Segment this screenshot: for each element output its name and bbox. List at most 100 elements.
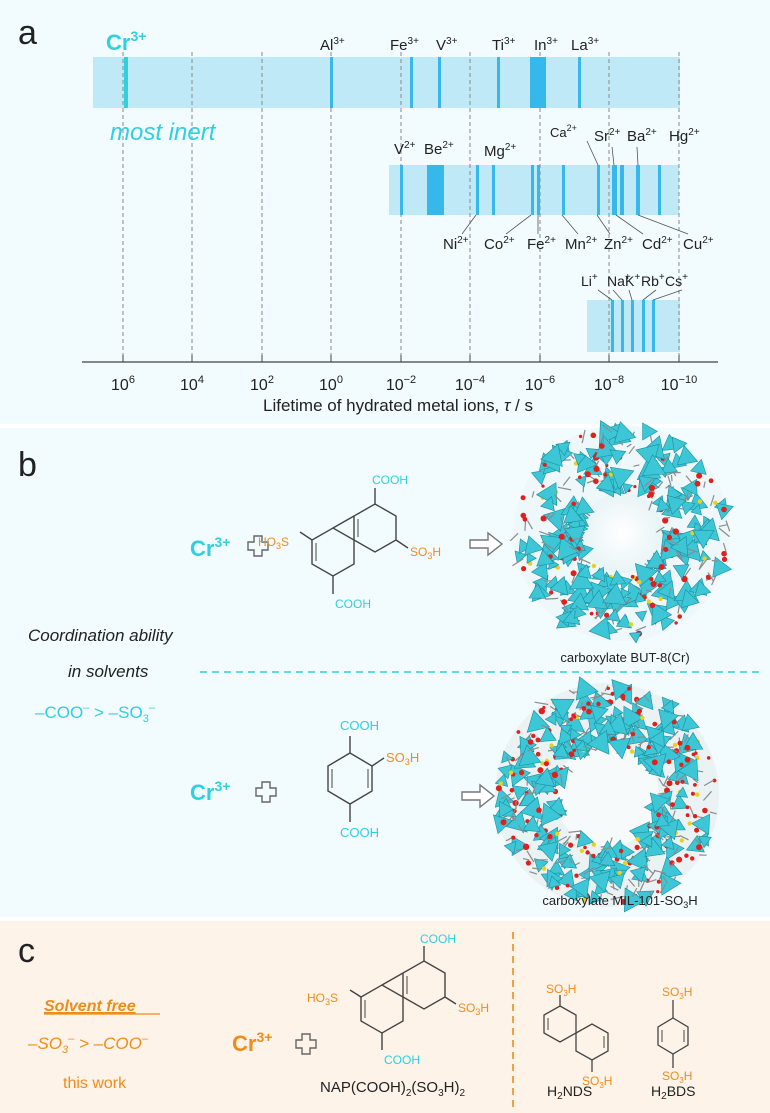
ion-label-row2top-2: Mg2+ [484, 142, 516, 160]
mof-atom [643, 694, 650, 702]
ion-label-row2bottom-4: Zn2+ [604, 235, 633, 253]
mof-atom [634, 610, 648, 622]
mof-atom [598, 851, 616, 867]
bar-be2 [427, 165, 444, 215]
bdc-so3h-sub: 3 [405, 757, 410, 767]
mof-atom [657, 583, 662, 588]
mof-atom [679, 838, 684, 843]
mof-atom [706, 756, 711, 760]
mof-atom [579, 848, 585, 853]
nap-c-name-s1: 2 [406, 1088, 412, 1099]
mof-atom [707, 572, 715, 582]
h2nds-bottom-so3h-h: H [604, 1074, 613, 1088]
mof-atom [585, 850, 590, 855]
mof-atom [685, 813, 690, 818]
mof-atom [604, 685, 609, 692]
panel-a-figure: a [18, 14, 718, 415]
mof-atom [633, 745, 646, 758]
mof-atom [627, 686, 632, 691]
mof-atom [642, 422, 658, 441]
mof-atom [547, 833, 553, 840]
mof-atom [702, 807, 708, 814]
nap-c-name-s2: 3 [438, 1088, 444, 1099]
h2nds-name: H2NDS [547, 1083, 592, 1102]
mof-atom [658, 708, 680, 731]
mof-atom [542, 541, 551, 549]
mof-atom [557, 536, 581, 561]
mof-atom [666, 507, 669, 514]
mof-atom [612, 705, 624, 718]
mof-atom [679, 835, 689, 841]
mof-atom [674, 621, 678, 625]
mof-atom [692, 529, 715, 550]
mof-atom [628, 622, 634, 627]
mof-atom [672, 564, 690, 580]
coord-ability-line1: Coordination ability [28, 626, 174, 645]
mof-atom [629, 866, 647, 883]
mof-atom [648, 484, 656, 491]
mof-atom [537, 767, 544, 774]
mof-atom [681, 713, 700, 732]
mof-atom [608, 873, 625, 890]
mof-atom [585, 447, 599, 460]
nap-left-so3h-s: S [281, 535, 289, 549]
mil101-caption-sub: 3 [683, 900, 688, 910]
this-work-label: this work [63, 1075, 127, 1092]
mof-atom [696, 472, 703, 479]
mof-atom [644, 837, 666, 858]
b-cr3-top-sup: 3+ [214, 534, 230, 550]
mof-atom [536, 807, 542, 813]
mof-atom [663, 547, 669, 552]
mof-atom [690, 458, 707, 475]
mof-atom [666, 534, 673, 541]
ion-label-row1-3: Ti3+ [492, 36, 516, 54]
mof-atom [535, 751, 541, 757]
nap-c-name-c: H) [444, 1079, 460, 1096]
mof-atom [534, 767, 556, 787]
h2nds-name-b: NDS [563, 1083, 593, 1099]
mof-atom [584, 471, 591, 478]
nap-c-name-s3: 2 [459, 1088, 465, 1099]
mof-atom [561, 599, 568, 605]
mof-atom [690, 856, 695, 861]
mof-atom [671, 748, 678, 753]
ion-label-row1-5: La3+ [571, 36, 599, 54]
mof-atom [526, 552, 537, 564]
mof-atom [698, 835, 712, 849]
coord-order-sub: 3 [143, 713, 149, 725]
bar-li [611, 300, 614, 352]
h2nds-top-so3h-h: H [568, 982, 577, 996]
mof-atom [610, 885, 619, 891]
mof-atom [586, 729, 610, 755]
mof-atom [687, 821, 692, 826]
mof-atom [722, 542, 728, 554]
mof-atom [525, 860, 532, 866]
nap-c-name-a: NAP(COOH) [320, 1079, 406, 1096]
c-order-a: –SO [27, 1034, 62, 1053]
mof-atom [634, 844, 640, 851]
mof-atom [558, 842, 572, 857]
mof-atom [691, 752, 696, 757]
mof-atom [610, 691, 615, 696]
mof-atom [591, 842, 597, 847]
ion-label-row2top-4: Sr2+ [594, 127, 621, 145]
mof-atom [553, 860, 565, 865]
mof-atom [516, 730, 521, 734]
b-cr3-top: Cr3+ [190, 534, 230, 561]
mof-atom [679, 762, 684, 767]
mof-atom [560, 517, 565, 530]
mof-atom [576, 564, 592, 579]
row2-bars [400, 165, 661, 215]
mof-atom [671, 436, 688, 454]
mof-atom [646, 599, 651, 604]
mof-atom [656, 890, 660, 894]
mof-atom [629, 749, 635, 754]
x-axis-label-post: / s [510, 396, 533, 415]
bar-rb [642, 300, 645, 352]
mof-atom [591, 853, 596, 859]
mof-atom [689, 805, 695, 817]
mof-atom [511, 785, 529, 801]
x-tick-label-4: 10−2 [386, 374, 416, 394]
mof-atom [560, 853, 578, 869]
mof-atom [534, 701, 549, 706]
